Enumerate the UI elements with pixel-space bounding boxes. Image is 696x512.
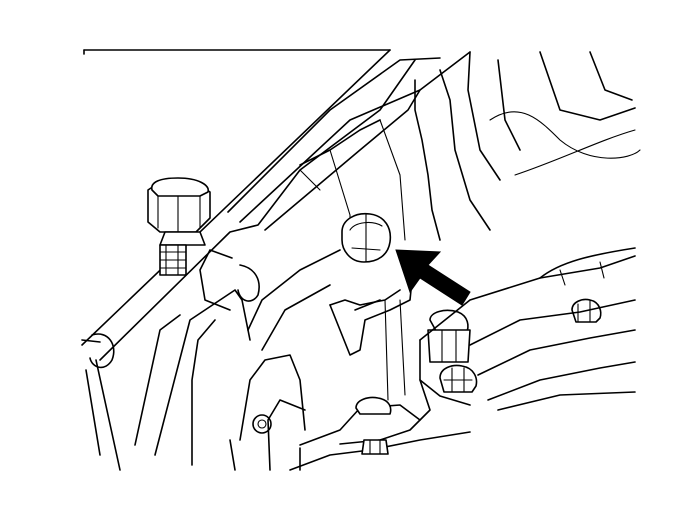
stud-nut [147, 177, 211, 276]
bracket-bolt [427, 309, 471, 363]
bottom-flange [289, 396, 471, 471]
lower-bolt [439, 364, 478, 393]
transmission-case [81, 249, 341, 471]
arrow-icon [395, 249, 471, 306]
bracket-plate [329, 279, 413, 401]
frame-lines [83, 49, 391, 55]
mounting-bolt [341, 212, 392, 263]
